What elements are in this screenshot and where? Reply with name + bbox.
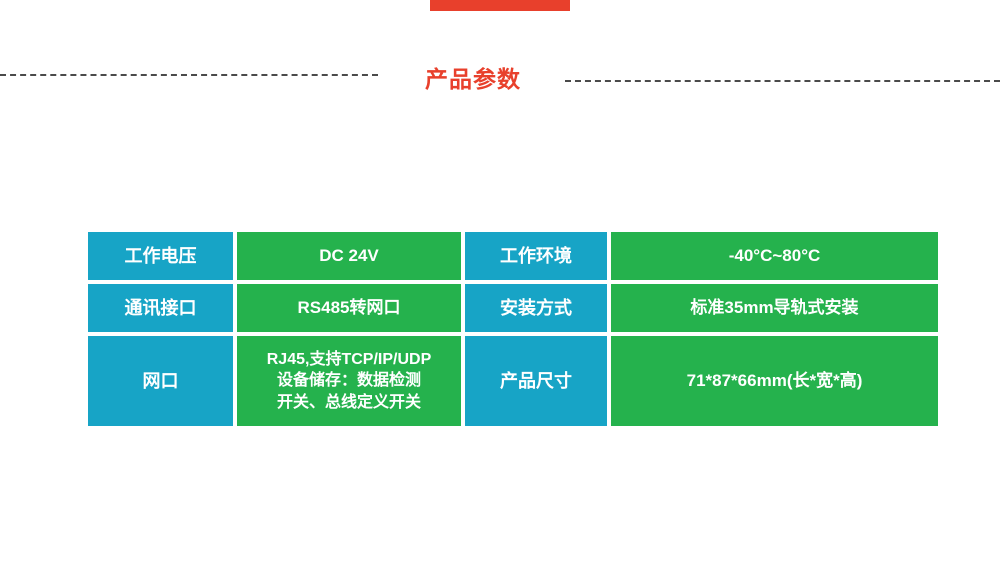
value-installation-method: 标准35mm导轨式安装 <box>611 284 938 332</box>
label-communication-interface: 通讯接口 <box>88 284 233 332</box>
label-working-environment: 工作环境 <box>465 232 607 280</box>
top-accent-bar <box>430 0 570 11</box>
value-communication-interface: RS485转网口 <box>237 284 461 332</box>
value-network-port: RJ45,支持TCP/IP/UDP 设备储存：数据检测 开关、总线定义开关 <box>237 336 461 426</box>
value-product-size: 71*87*66mm(长*宽*高) <box>611 336 938 426</box>
parameters-table: 工作电压 DC 24V 工作环境 -40°C~80°C 通讯接口 RS485转网… <box>88 232 938 426</box>
value-working-environment: -40°C~80°C <box>611 232 938 280</box>
title-dash-right <box>565 80 1000 82</box>
label-product-size: 产品尺寸 <box>465 336 607 426</box>
label-working-voltage: 工作电压 <box>88 232 233 280</box>
value-working-voltage: DC 24V <box>237 232 461 280</box>
label-installation-method: 安装方式 <box>465 284 607 332</box>
label-network-port: 网口 <box>88 336 233 426</box>
title-dash-left <box>0 74 378 76</box>
page-title: 产品参数 <box>425 66 521 92</box>
